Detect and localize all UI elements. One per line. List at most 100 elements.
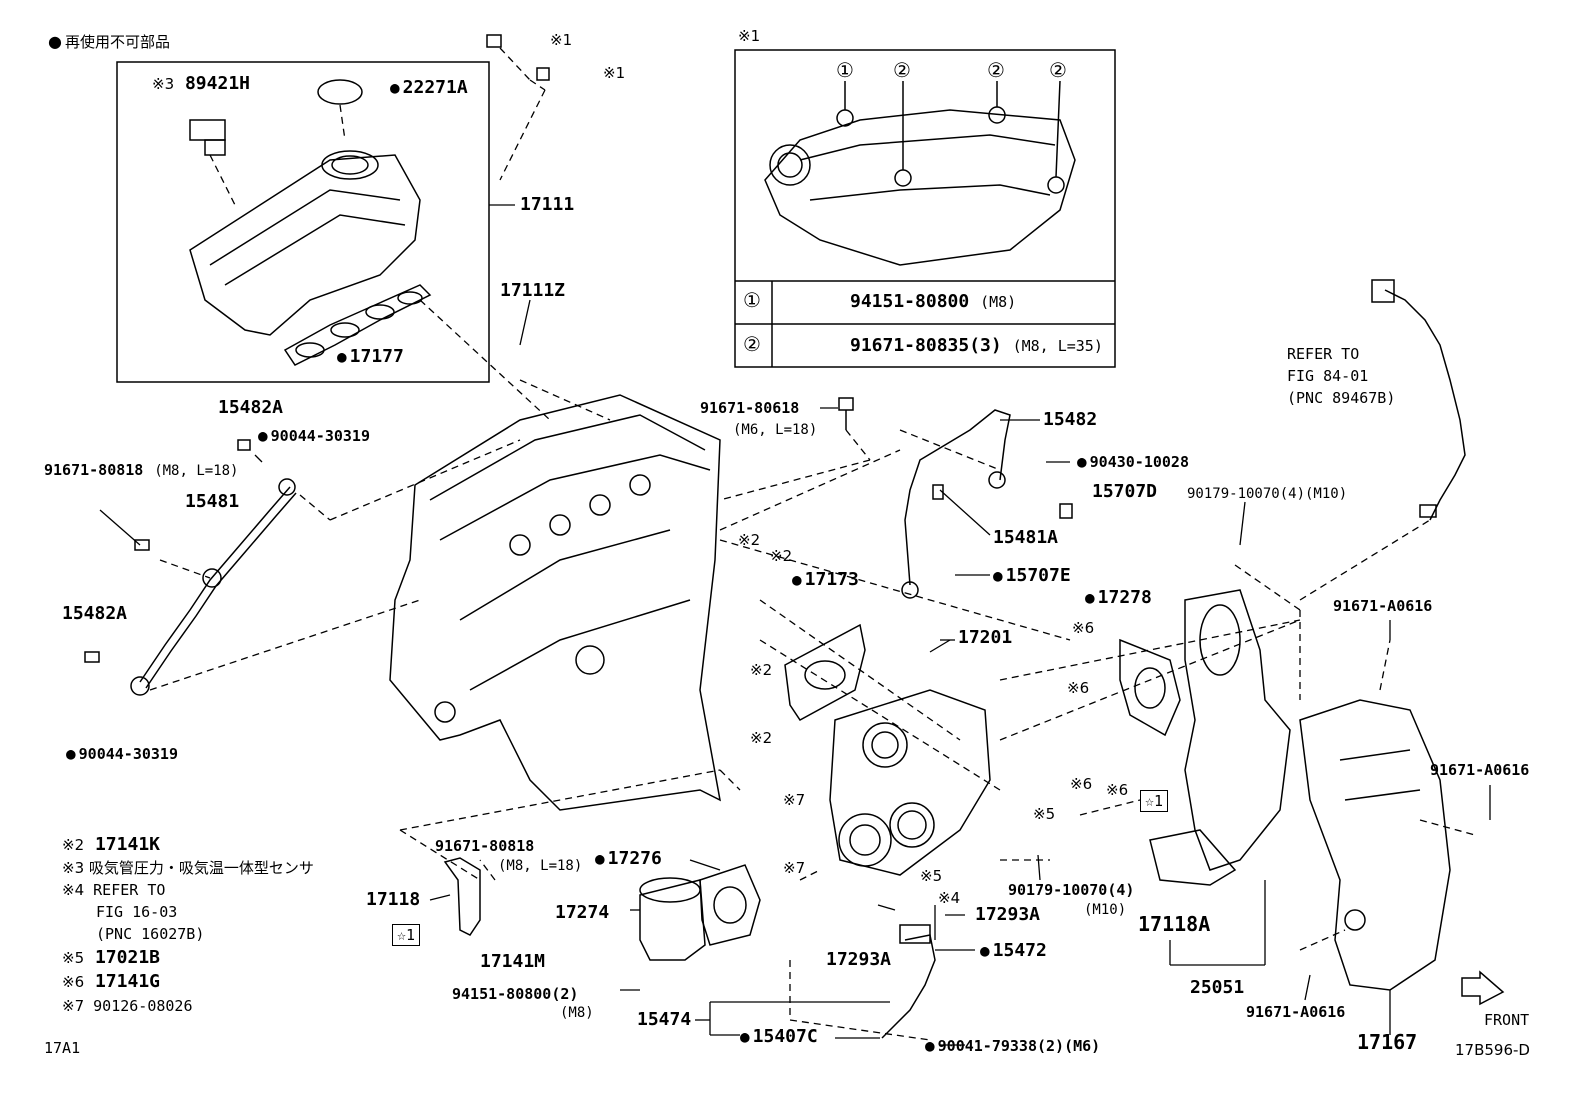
inset-circle-2a: ② [893,58,911,82]
label-x2a: ※2 [738,531,761,549]
label-x6a: ※6 [1072,619,1095,637]
label-x6c: ※6 [1070,775,1093,793]
label-90430-10028[interactable]: 90430-10028 [1077,452,1189,472]
label-17201[interactable]: 17201 [958,627,1013,648]
note-6: ※6 17141G [62,971,160,992]
sensor-89421H-shape [189,119,226,141]
label-17278[interactable]: 17278 [1085,588,1152,608]
note-7: ※7 90126-08026 [62,997,193,1015]
label-x5a: ※5 [1033,805,1056,823]
label-star1-left: ☆1 [392,924,421,946]
figure-code-right: 17B596-D [1455,1041,1530,1059]
label-x2b: ※2 [770,547,793,565]
label-91671-A0616-bottom[interactable]: 91671-A0616 [1246,1003,1346,1021]
label-90179-10070-bottom-spec: (M10) [1084,902,1127,918]
label-25051[interactable]: 25051 [1190,977,1245,998]
label-15707D[interactable]: 15707D [1092,481,1158,502]
label-15482A-top[interactable]: 15482A [218,397,284,418]
inset-row2-num: ② [743,332,761,356]
label-17111Z[interactable]: 17111Z [500,280,566,301]
label-17118A[interactable]: 17118A [1138,912,1211,936]
pipe-17274-shape [639,879,706,961]
inset-mark: ※1 [738,27,761,45]
gasket-17276-shape [699,864,761,946]
inset-row1-num: ① [743,288,761,312]
label-94151-80800[interactable]: 94151-80800(2) [452,985,579,1003]
label-star1-right: ☆1 [1140,790,1169,812]
note-4-line3: (PNC 16027B) [96,925,205,943]
label-90044-30319-top[interactable]: 90044-30319 [258,426,370,446]
gasket-17173-shape [784,623,866,721]
label-91671-80818-mid[interactable]: 91671-80818 [435,837,535,855]
label-89421H[interactable]: ※3 89421H [152,73,250,94]
label-90179-10070-top[interactable]: 90179-10070(4)(M10) [1187,486,1348,502]
label-17293A-left[interactable]: 17293A [826,949,892,970]
label-15482A-bottom[interactable]: 15482A [62,603,128,624]
heat-shield-17167-shape [1299,699,1451,991]
intake-manifold-shape [189,154,421,336]
label-91671-80618-spec: (M6, L=18) [733,422,818,438]
label-x7a: ※7 [783,791,806,809]
label-17177[interactable]: 17177 [337,347,404,367]
label-91671-A0616-right[interactable]: 91671-A0616 [1430,761,1530,779]
oil-pipe-15482-shape [904,409,1011,586]
label-17167[interactable]: 17167 [1357,1030,1418,1054]
label-91671-80618[interactable]: 91671-80618 [700,399,800,417]
refer84-line2: FIG 84-01 [1287,367,1369,385]
label-15481A[interactable]: 15481A [993,527,1059,548]
label-15472[interactable]: 15472 [980,941,1047,961]
catalyst-25051-shape [1184,589,1291,871]
label-90041-79338[interactable]: 90041-79338(2)(M6) [925,1036,1101,1056]
figure-code-left: 17A1 [44,1039,81,1057]
intake-manifold-box [116,61,490,383]
note-5: ※5 17021B [62,947,160,968]
inset-circle-1: ① [836,58,854,82]
legend-non-reusable: 再使用不可部品 [48,32,170,52]
note-2: ※2 17141K [62,834,160,855]
label-x2c: ※2 [750,661,773,679]
bracket-17118-shape [443,857,481,936]
label-22271A[interactable]: 22271A [390,78,468,98]
label-x7b: ※7 [783,859,806,877]
label-front: FRONT [1484,1011,1530,1029]
label-x6d: ※6 [1106,781,1129,799]
label-90179-10070-bottom[interactable]: 90179-10070(4) [1008,881,1135,899]
label-15482[interactable]: 15482 [1043,409,1098,430]
refer84-line3: (PNC 89467B) [1287,389,1396,407]
inset-circle-2c: ② [1049,58,1067,82]
inset-circle-2b: ② [987,58,1005,82]
label-x2d: ※2 [750,729,773,747]
label-17141M[interactable]: 17141M [480,951,546,972]
note-4: ※4 REFER TO [62,881,166,899]
label-17173[interactable]: 17173 [792,570,859,590]
o2-sensor-cable [1384,289,1466,521]
label-15407C[interactable]: 15407C [740,1027,818,1047]
inset-row1-part: 94151-80800 (M8) [850,291,1017,312]
label-15474[interactable]: 15474 [637,1009,692,1030]
label-17293A-right[interactable]: 17293A [975,904,1041,925]
label-17111[interactable]: 17111 [520,194,575,215]
note-4-line2: FIG 16-03 [96,903,178,921]
label-91671-80818-left[interactable]: 91671-80818 (M8, L=18) [44,461,239,479]
oring-22271A-shape [317,79,363,105]
label-17276[interactable]: 17276 [595,849,662,869]
label-15707E[interactable]: 15707E [993,566,1071,586]
label-x6b: ※6 [1067,679,1090,697]
label-91671-A0616-top[interactable]: 91671-A0616 [1333,597,1433,615]
inset-row2-part: 91671-80835(3) (M8, L=35) [850,335,1103,356]
label-x4: ※4 [938,889,961,907]
label-17118[interactable]: 17118 [366,889,421,910]
label-90044-30319-bottom[interactable]: 90044-30319 [66,744,178,764]
front-arrow [1461,970,1505,1006]
label-94151-80800-spec: (M8) [560,1005,594,1021]
gasket-17177-shape [283,284,432,366]
label-x1b: ※1 [603,64,626,82]
inset-box [734,49,1116,368]
gasket-17278-shape [1119,638,1181,737]
refer84-line1: REFER TO [1287,345,1360,363]
label-15481[interactable]: 15481 [185,491,240,512]
note-3: ※3 吸気管圧力・吸気温一体型センサ [62,859,314,877]
label-17274[interactable]: 17274 [555,902,610,923]
label-91671-80818-mid-spec: (M8, L=18) [498,858,583,874]
